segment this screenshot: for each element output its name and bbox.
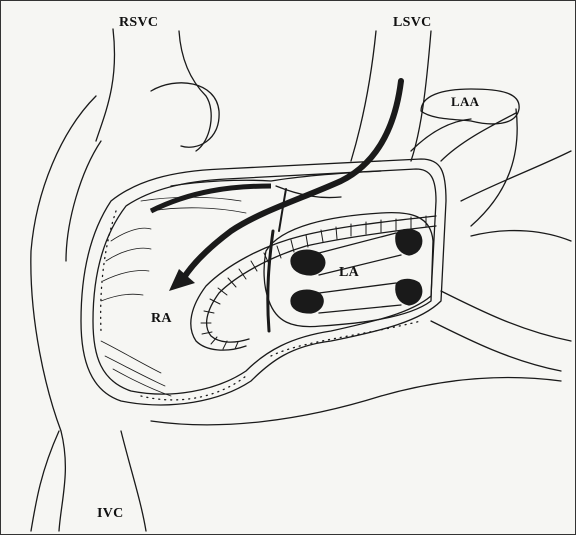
ra-hatching — [101, 197, 246, 396]
chamber-outer-border — [81, 159, 446, 405]
rsvc-lobe — [151, 83, 219, 147]
right-contour — [431, 109, 571, 371]
cs-chain-beads — [201, 216, 426, 349]
ra-label: RA — [151, 311, 172, 327]
pv-upper-right — [396, 229, 422, 255]
outer-contour-left — [31, 96, 96, 531]
dotted-wall-1 — [101, 211, 116, 331]
crista-line-2 — [279, 189, 286, 231]
lsvc-outline — [351, 31, 431, 161]
laa-label: LAA — [451, 94, 479, 110]
pv-lower-left — [291, 290, 323, 313]
outer-contour-left-inner — [66, 141, 101, 261]
pv-tube-1 — [319, 233, 401, 275]
top-shading — [151, 186, 271, 211]
rsvc-label: RSVC — [119, 15, 158, 31]
la-label: LA — [339, 265, 359, 281]
pv-upper-left — [291, 250, 325, 275]
ivc-label: IVC — [97, 506, 124, 522]
ivc-outline — [31, 431, 146, 531]
pv-lower-right — [396, 279, 422, 305]
laa-stalk — [411, 113, 516, 161]
lsvc-label: LSVC — [393, 15, 432, 31]
pv-tube-2 — [319, 283, 401, 313]
base-contour — [151, 377, 561, 424]
